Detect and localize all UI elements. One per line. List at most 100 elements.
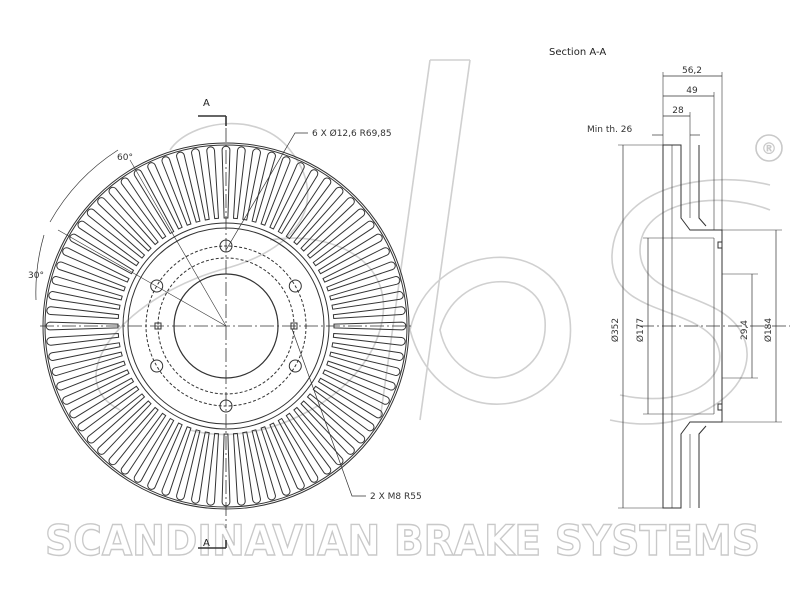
cooling-vane <box>232 146 246 220</box>
cooling-vane <box>48 291 121 310</box>
cooling-vane <box>285 412 332 475</box>
cooling-vane <box>260 156 291 226</box>
angle-ref-line-30 <box>57 229 227 327</box>
angle-arc-60 <box>49 149 119 223</box>
cooling-vane <box>306 393 366 444</box>
cooling-vane <box>62 247 130 283</box>
cooling-vane <box>51 351 123 376</box>
cooling-vane <box>242 148 261 221</box>
cooling-vane <box>56 261 126 292</box>
thread-callout: 2 X M8 R55 <box>370 492 422 502</box>
cooling-vane <box>269 162 305 230</box>
cooling-vane <box>221 145 231 219</box>
cooling-vane <box>77 385 140 432</box>
cooling-vane <box>62 369 130 405</box>
cooling-vane <box>206 146 220 220</box>
cooling-vane <box>51 276 123 301</box>
cooling-vane <box>176 151 201 223</box>
cooling-vane <box>312 220 375 267</box>
cooling-vane <box>120 177 167 240</box>
thread-hole-leader <box>291 328 366 497</box>
cooling-vane <box>97 400 152 455</box>
cooling-vane <box>317 377 383 419</box>
cooling-vane <box>48 342 121 361</box>
bolt-hole <box>150 359 164 373</box>
cooling-vane <box>251 429 276 501</box>
cooling-vane <box>333 321 407 331</box>
hat-step-lines <box>698 145 707 508</box>
watermark-tagline: SCANDINAVIAN BRAKE SYSTEMS <box>45 516 760 565</box>
cooling-vane <box>277 169 319 235</box>
cooling-vane <box>120 412 167 475</box>
sbs-watermark-logo <box>95 59 771 436</box>
angle-label-60: 60° <box>117 153 133 163</box>
bolt-hole-leader <box>225 132 308 251</box>
cooling-vane <box>108 406 159 466</box>
cooling-vane <box>269 422 305 490</box>
cooling-vane <box>133 417 175 483</box>
bolt-hole-section-bottom <box>717 403 723 411</box>
cooling-vane <box>46 332 120 346</box>
cooling-vane <box>300 400 355 455</box>
cooling-vane <box>306 208 366 259</box>
cooling-vane <box>221 433 231 507</box>
dim-label-184: Ø184 <box>763 318 774 343</box>
cooling-vane <box>322 247 390 283</box>
cooling-vane <box>206 432 220 506</box>
cooling-vane <box>161 156 192 226</box>
cooling-vane <box>147 422 183 490</box>
cooling-vane <box>322 369 390 405</box>
cooling-vane <box>86 208 146 259</box>
cooling-vane <box>331 342 404 361</box>
cooling-vane <box>329 276 401 301</box>
angle-label-30: 30° <box>28 271 44 281</box>
cooling-vane <box>56 360 126 391</box>
angle-arc-30 <box>35 234 45 301</box>
cooling-vane <box>232 432 246 506</box>
bolt-hole-section-top <box>717 241 723 249</box>
cooling-vane <box>45 321 119 331</box>
cooling-vane <box>332 306 406 320</box>
cooling-vane <box>147 162 183 230</box>
cooling-vane <box>329 351 401 376</box>
bolt-holes-callout: 6 X Ø12,6 R69,85 <box>312 128 392 139</box>
cooling-vane <box>242 431 261 504</box>
cooling-vane <box>251 151 276 223</box>
cooling-vane <box>191 431 210 504</box>
cooling-vane <box>277 417 319 483</box>
bolt-hole <box>150 279 164 293</box>
cooling-vane <box>312 385 375 432</box>
cooling-vanes <box>45 145 407 507</box>
section-marker-top: A <box>203 98 210 109</box>
angle-ref-line-60 <box>129 159 227 327</box>
cooling-vane <box>69 233 135 275</box>
cooling-vane <box>332 332 406 346</box>
dim-label-28: 28 <box>672 106 684 116</box>
cooling-vane <box>293 186 344 246</box>
dim-label-352: Ø352 <box>610 318 621 342</box>
dim-label-56: 56,2 <box>682 66 702 76</box>
bolt-hole <box>288 359 302 373</box>
dim-label-177: Ø177 <box>635 318 646 342</box>
cooling-vane <box>293 406 344 466</box>
cooling-vane <box>331 291 404 310</box>
cooling-vane <box>317 233 383 275</box>
cooling-vane <box>191 148 210 221</box>
cooling-vane <box>69 377 135 419</box>
front-view-disc <box>35 115 412 549</box>
cooling-vane <box>161 426 192 496</box>
cooling-vane <box>77 220 140 267</box>
cooling-vane <box>97 197 152 252</box>
dim-label-294: 29,4 <box>740 320 750 340</box>
cooling-vane <box>285 177 332 240</box>
cooling-vane <box>260 426 291 496</box>
cooling-vane <box>108 186 159 246</box>
cooling-vane <box>326 360 396 391</box>
section-title: Section A-A <box>549 47 606 58</box>
cooling-vane <box>133 169 175 235</box>
min-thickness-label: Min th. 26 <box>587 125 633 135</box>
bolt-hole <box>288 279 302 293</box>
dim-label-49: 49 <box>686 86 698 96</box>
